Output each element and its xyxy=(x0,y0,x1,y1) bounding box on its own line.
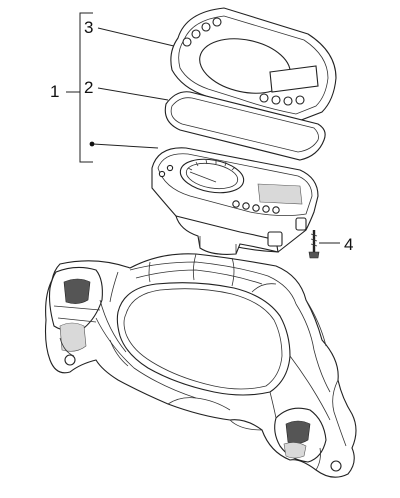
callout-2: 2 xyxy=(84,78,93,97)
callout-3: 3 xyxy=(84,18,93,37)
gasket-icon xyxy=(164,91,326,161)
dial-ticks xyxy=(187,159,236,171)
handlebar-cover-icon xyxy=(44,253,357,478)
instrument-cover-icon xyxy=(170,7,337,123)
callout-bracket xyxy=(66,12,93,163)
callout-4: 4 xyxy=(344,235,353,254)
screw-icon xyxy=(308,230,320,259)
callout-1: 1 xyxy=(50,82,59,101)
leader-lines xyxy=(89,27,340,244)
instrument-cluster-icon xyxy=(151,147,319,255)
